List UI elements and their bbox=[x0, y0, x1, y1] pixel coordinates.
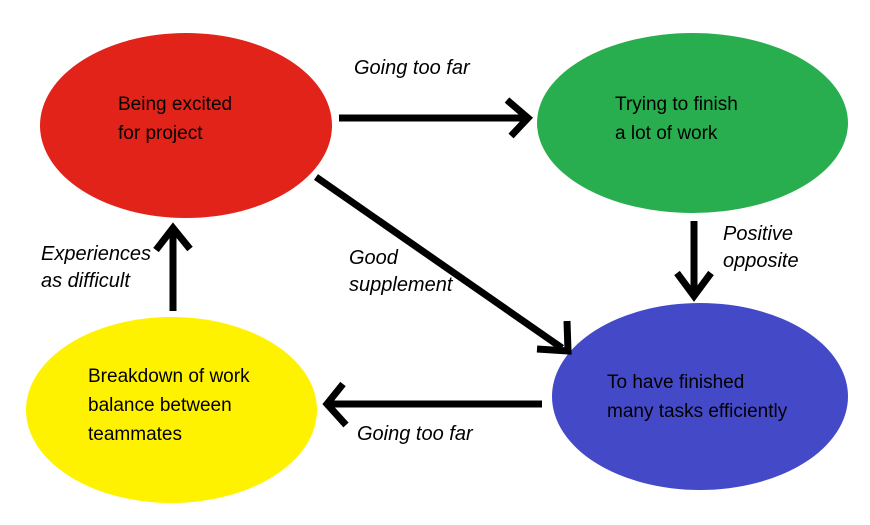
arrow-breakdown-to-excited bbox=[153, 222, 193, 311]
arrowhead-down-icon bbox=[674, 270, 714, 302]
node-finished-many-tasks-label: To have finished many tasks efficiently bbox=[607, 372, 788, 422]
arrowhead-left-icon bbox=[322, 381, 349, 428]
edge-label-experiences-as-difficult: Experiences as difficult bbox=[41, 243, 152, 292]
edge-label-positive-opposite: Positive opposite bbox=[723, 223, 799, 272]
node-breakdown-of-work-balance: Breakdown of work balance between teamma… bbox=[26, 317, 317, 503]
arrowhead-up-icon bbox=[153, 222, 193, 253]
node-trying-to-finish-work: Trying to finish a lot of work bbox=[537, 33, 848, 213]
node-trying-to-finish-label: Trying to finish a lot of work bbox=[615, 94, 738, 144]
node-being-excited-for-project: Being excited for project bbox=[40, 33, 332, 218]
edge-label-good-supplement: Good supplement bbox=[349, 247, 453, 296]
arrow-finished-to-breakdown bbox=[322, 381, 542, 428]
edge-label-going-too-far-top: Going too far bbox=[354, 57, 470, 79]
node-finished-many-tasks: To have finished many tasks efficiently bbox=[552, 303, 848, 490]
node-being-excited-label: Being excited for project bbox=[118, 94, 233, 144]
edge-label-going-too-far-bottom: Going too far bbox=[357, 423, 473, 445]
node-breakdown-label: Breakdown of work balance between teamma… bbox=[88, 366, 250, 445]
arrowhead-down-right-icon bbox=[536, 320, 572, 355]
arrow-trying-to-finished bbox=[674, 221, 714, 302]
arrowhead-right-icon bbox=[504, 97, 534, 139]
arrow-excited-to-trying bbox=[339, 97, 534, 139]
